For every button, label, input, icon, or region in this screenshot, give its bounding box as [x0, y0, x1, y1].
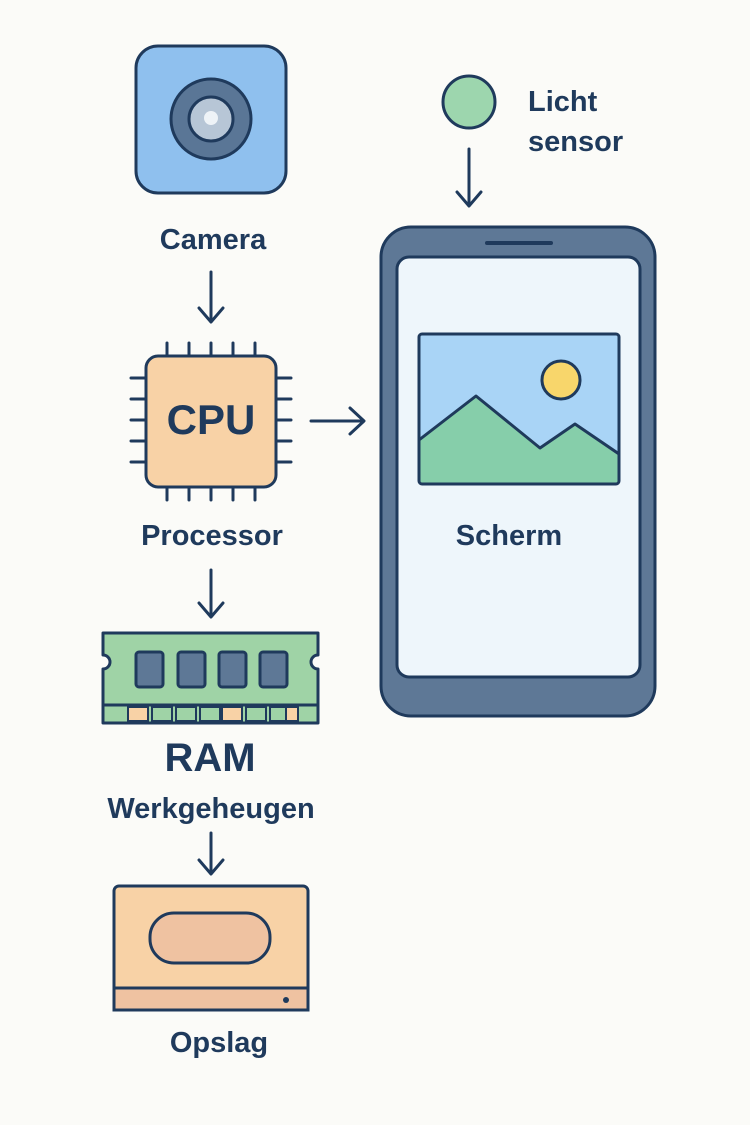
storage-drive-icon [112, 884, 310, 1012]
arrow-sensor-to-screen [455, 147, 483, 208]
light-sensor-icon [441, 74, 497, 130]
arrow-camera-to-cpu [197, 270, 225, 324]
ram-label: Werkgeheugen [107, 793, 314, 825]
light-sensor-node: Licht sensor [441, 74, 623, 158]
storage-node: Opslag [112, 884, 310, 1059]
arrow-cpu-to-ram [197, 568, 225, 619]
image-picture-icon [417, 332, 621, 486]
camera-label: Camera [160, 224, 267, 256]
ram-title: RAM [164, 736, 255, 780]
light-sensor-label-line2: sensor [528, 126, 623, 158]
cpu-chip-text: CPU [167, 396, 256, 443]
ram-node: RAM Werkgeheugen [101, 631, 320, 825]
ram-contacts [127, 706, 299, 722]
arrow-ram-to-storage [197, 831, 225, 876]
screen-label: Scherm [456, 520, 562, 552]
camera-node: Camera [134, 44, 288, 256]
ram-module-icon [101, 631, 320, 725]
cpu-label: Processor [141, 520, 283, 552]
ram-chips [134, 650, 289, 689]
sun-icon [540, 359, 582, 401]
cpu-pins [129, 341, 293, 502]
camera-icon [134, 44, 288, 195]
smartphone-icon [379, 225, 657, 718]
storage-label: Opslag [170, 1027, 268, 1059]
cpu-chip-icon: CPU [129, 341, 293, 502]
arrow-cpu-to-screen [309, 406, 366, 436]
screen-node: Scherm [379, 225, 657, 718]
light-sensor-label-line1: Licht [528, 86, 598, 118]
cpu-node: CPU Processor [129, 341, 293, 552]
